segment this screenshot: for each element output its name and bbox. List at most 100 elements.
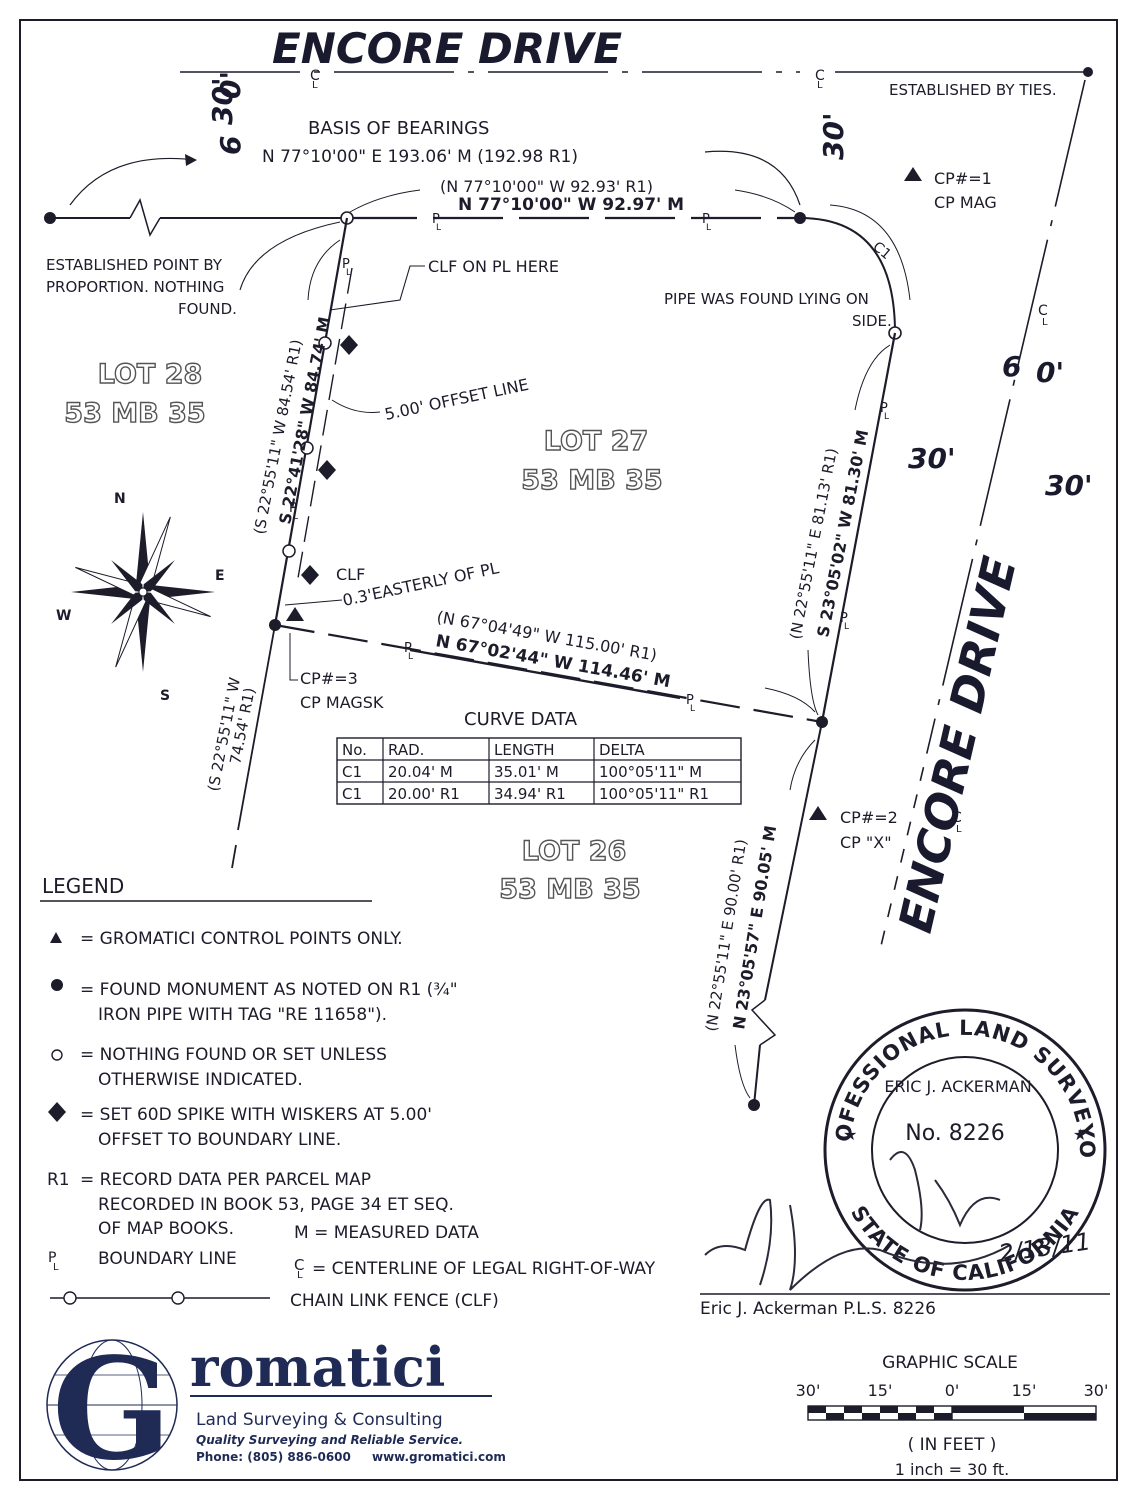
- legend-centerline: = CENTERLINE OF LEGAL RIGHT-OF-WAY: [312, 1259, 656, 1279]
- spike-icon: [340, 335, 358, 355]
- lot-28-map: 53 MB 35: [64, 398, 205, 429]
- nothing-found-icon: [51, 1049, 63, 1061]
- pl-l: L: [436, 223, 441, 233]
- east-boundary-line: [820, 332, 897, 723]
- company-web: www.gromatici.com: [372, 1450, 506, 1464]
- dimension-arrow: [789, 739, 816, 791]
- table-cell: 34.94' R1: [494, 785, 566, 803]
- table-header: RAD.: [388, 741, 424, 759]
- compass-east: E: [215, 568, 225, 584]
- legend-control: = GROMATICI CONTROL POINTS ONLY.: [80, 929, 403, 949]
- sheet-border: [19, 19, 1118, 1481]
- control-point-icon: [904, 167, 922, 181]
- cp1-label-2: CP MAG: [934, 193, 997, 212]
- dimension-arrow: [807, 649, 819, 716]
- leader-line: [239, 221, 341, 291]
- scale-title: GRAPHIC SCALE: [882, 1353, 1018, 1373]
- pl-p: P: [48, 1250, 56, 1266]
- company-tagline: Land Surveying & Consulting: [196, 1410, 443, 1430]
- table-cell: 20.04' M: [388, 763, 453, 781]
- north-line-measured: N 77°10'00" W 92.97' M: [458, 195, 684, 215]
- dimension-arrow: [307, 239, 341, 301]
- scale-tick: 15': [1012, 1381, 1037, 1400]
- half-width-right: 30': [817, 112, 850, 160]
- right-road-centerline-south: [879, 739, 931, 951]
- fence-point: [300, 441, 314, 455]
- spike-icon: [48, 1102, 66, 1122]
- cp2-label-1: CP#=2: [840, 808, 898, 827]
- half-width-left: 30': [206, 77, 239, 125]
- centerline-l: L: [817, 80, 823, 91]
- right-road-half-right: 30': [1045, 469, 1093, 502]
- centerline-c: C: [952, 810, 962, 826]
- centerline-l: L: [1042, 317, 1048, 328]
- seal-name: ERIC J. ACKERMAN: [884, 1077, 1031, 1096]
- table-cell: C1: [342, 763, 362, 781]
- seal-star: ★: [843, 1125, 857, 1144]
- compass-rose-icon: [71, 512, 215, 672]
- curve-c1: [799, 217, 896, 334]
- top-road-width: 6 0' 30': [206, 71, 247, 155]
- seal-number: No. 8226: [905, 1121, 1005, 1146]
- leader-line: [289, 633, 298, 681]
- company-slogan: Quality Surveying and Reliable Service.: [196, 1433, 463, 1447]
- cp2-label-2: CP "X": [840, 833, 892, 852]
- curve-dimension: [829, 204, 911, 301]
- legend: LEGEND = GROMATICI CONTROL POINTS ONLY. …: [40, 874, 656, 1311]
- legend-fence: CHAIN LINK FENCE (CLF): [290, 1291, 499, 1311]
- clf-on-pl-note: CLF ON PL HERE: [428, 257, 559, 276]
- cp1-label-1: CP#=1: [934, 169, 992, 188]
- width-unit: 0': [214, 71, 247, 99]
- cp3-label-2: CP MAGSK: [300, 693, 384, 712]
- leader-line: [331, 399, 381, 413]
- legend-nothing-2: OTHERWISE INDICATED.: [98, 1070, 303, 1090]
- leader-line: [284, 599, 343, 606]
- scale-tick: 0': [945, 1381, 960, 1400]
- pl-p: P: [289, 501, 297, 516]
- lot-27-label: LOT 27: [544, 426, 649, 457]
- dimension-arrow: [734, 1044, 751, 1099]
- surveyor-name-line: Eric J. Ackerman P.L.S. 8226: [700, 1299, 936, 1319]
- legend-r1-1: = RECORD DATA PER PARCEL MAP: [80, 1170, 371, 1190]
- east-tie-line: [764, 721, 823, 1001]
- table-cell: 100°05'11" M: [599, 763, 702, 781]
- basis-leader-left: [69, 157, 196, 206]
- pipe-note-2: SIDE.: [852, 312, 892, 330]
- established-point-note-2: PROPORTION. NOTHING: [46, 278, 224, 296]
- basis-title: BASIS OF BEARINGS: [308, 118, 489, 139]
- legend-spike-1: = SET 60D SPIKE WITH WISKERS AT 5.00': [80, 1105, 432, 1125]
- legend-r1-3: OF MAP BOOKS.: [98, 1219, 234, 1239]
- lot-27-map: 53 MB 35: [521, 465, 662, 496]
- top-road-half-right: 30': [817, 112, 850, 160]
- pl-p: P: [342, 257, 350, 272]
- table-cell: C1: [342, 785, 362, 803]
- company-phone: Phone: (805) 886-0600: [196, 1450, 351, 1464]
- pl-p: P: [404, 641, 412, 656]
- table-cell: 100°05'11" R1: [599, 785, 709, 803]
- established-point-note-1: ESTABLISHED POINT BY: [46, 256, 223, 274]
- centerline-c: C: [815, 68, 825, 84]
- seal-star: ★: [1073, 1125, 1087, 1144]
- right-road-width-unit: 0': [1036, 356, 1064, 389]
- fence-point: [318, 336, 332, 350]
- offset-line-note: 5.00' OFFSET LINE: [383, 375, 530, 424]
- break-symbol: [129, 198, 161, 237]
- found-monument: [44, 212, 56, 224]
- curve-data-table: No. RAD. LENGTH DELTA C1 20.04' M 35.01'…: [336, 737, 742, 805]
- right-road-width-digit: 6: [1002, 350, 1021, 383]
- pl-l: L: [884, 412, 889, 422]
- scale-ratio: 1 inch = 30 ft.: [895, 1460, 1010, 1479]
- control-point-icon: [50, 932, 62, 943]
- pl-l: L: [690, 704, 695, 714]
- legend-found-1: = FOUND MONUMENT AS NOTED ON R1 (¾": [80, 980, 458, 1000]
- table-cell: 20.00' R1: [388, 785, 460, 803]
- control-point-icon: [286, 607, 304, 621]
- established-by-ties: ESTABLISHED BY TIES.: [889, 81, 1057, 99]
- centerline-l: L: [297, 1270, 303, 1281]
- dimension-arrow: [734, 189, 796, 213]
- south-boundary-solid: [409, 648, 681, 700]
- signature-date: 2/13/11: [997, 1227, 1093, 1268]
- west-tie-line: [237, 624, 276, 831]
- pl-p: P: [686, 693, 694, 708]
- pl-l: L: [346, 268, 351, 278]
